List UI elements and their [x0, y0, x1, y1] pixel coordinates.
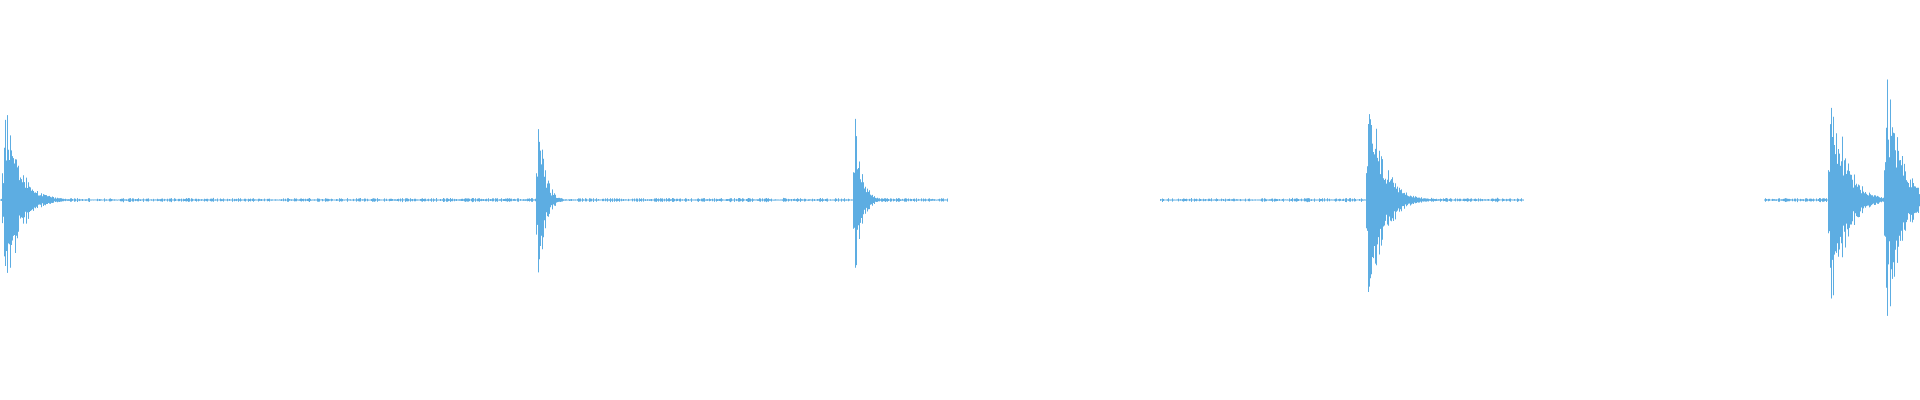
waveform-path [0, 115, 948, 273]
waveform-clip-3[interactable] [1764, 79, 1920, 316]
waveform-clip-1[interactable] [0, 115, 948, 273]
waveform-path [1764, 79, 1920, 316]
waveform-path [1160, 114, 1524, 292]
waveform-clip-2[interactable] [1160, 114, 1524, 292]
